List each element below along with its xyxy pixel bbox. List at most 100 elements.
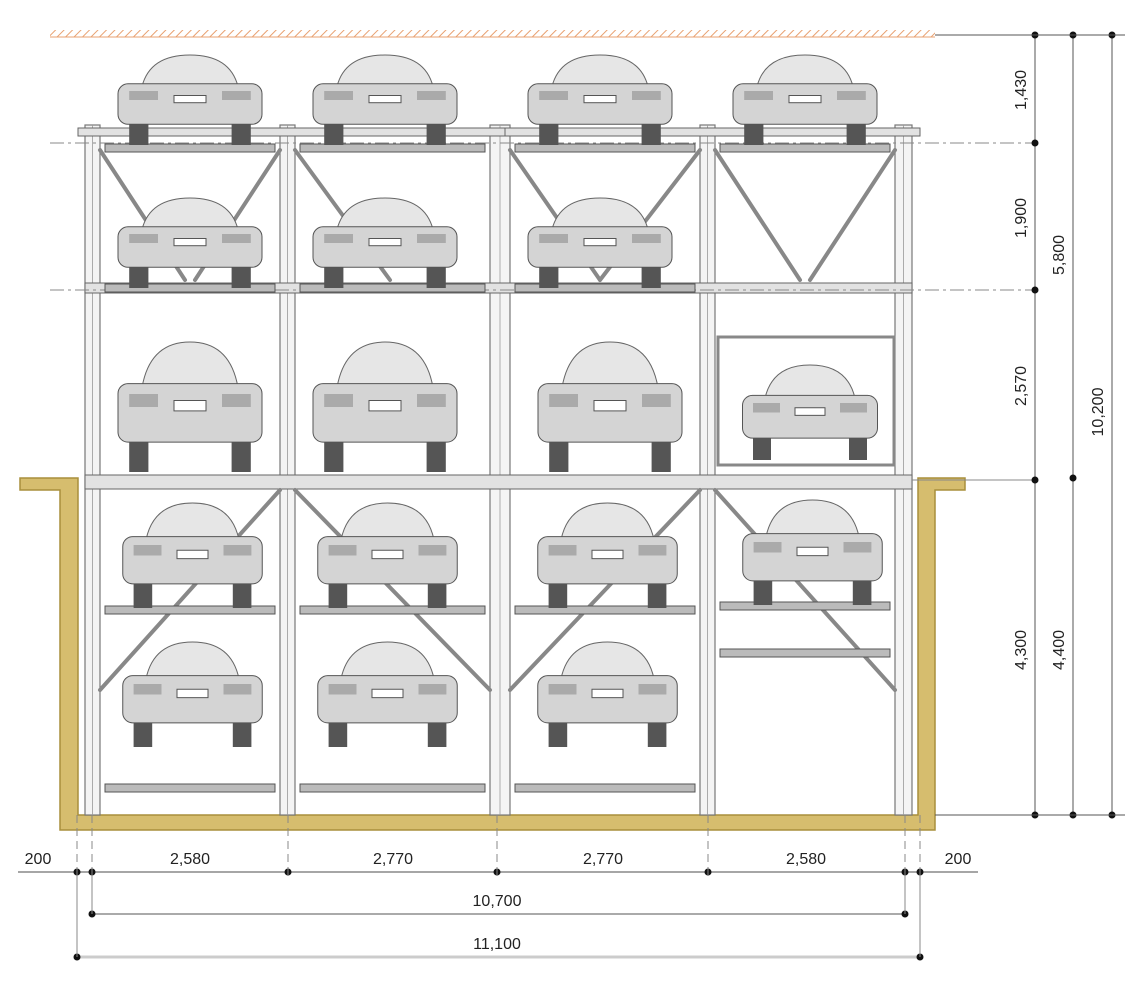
tail-light [638,684,667,695]
brace [808,148,897,282]
platform [719,648,891,658]
tail-light [129,394,158,407]
dim-ground-level: 2,570 [1013,366,1030,406]
car [742,364,878,460]
platform [719,143,891,153]
car-roof [141,341,239,388]
dimension-lines [18,31,1125,961]
dim-left-margin: 200 [25,851,52,868]
car-body [317,536,458,585]
tail-light [222,91,251,100]
tail-light [324,234,353,243]
car [317,641,458,747]
license-plate [368,238,402,247]
car-roof [764,364,856,399]
dim-right-margin: 200 [945,851,972,868]
car [117,197,263,288]
car-roof [141,197,239,230]
car [527,54,673,145]
car-roof [340,641,435,680]
license-plate [176,688,209,699]
car-roof [560,502,655,541]
tail-light [133,545,162,556]
tail-light [549,394,578,407]
license-plate [796,546,829,557]
car-body [312,383,458,443]
license-plate [173,400,207,412]
platform [104,143,276,153]
car-body [312,226,458,268]
tail-light [418,684,447,695]
tail-light [222,234,251,243]
tail-light [222,394,251,407]
car-roof [551,197,649,230]
car-roof [340,502,435,541]
tail-light [632,234,661,243]
license-plate [583,238,617,247]
brace [98,488,282,692]
car [732,54,878,145]
tail-light [638,545,667,556]
dimension-tick [1031,286,1039,294]
car-body [537,383,683,443]
car-roof [145,641,240,680]
platform [514,283,696,293]
tail-light [328,684,357,695]
car-roof [551,54,649,87]
car [122,641,263,747]
car [122,502,263,608]
car [537,341,683,472]
car-roof [145,502,240,541]
tail-light [539,234,568,243]
brace [293,488,492,692]
license-plate [371,549,404,560]
dimension-tick [1069,474,1077,482]
tail-light [328,545,357,556]
dim-bay-1: 2,580 [170,851,210,868]
car [117,54,263,145]
tail-light [133,684,162,695]
license-plate [173,238,207,247]
tail-light [539,91,568,100]
dim-bay-2: 2,770 [373,851,413,868]
platform [104,283,276,293]
cars [117,54,883,747]
car [312,197,458,288]
pit-foundation [19,477,966,831]
tail-light [744,91,773,100]
dim-top-level: 1,430 [1013,70,1030,110]
dim-inner-width: 10,700 [473,893,522,910]
car-roof [336,197,434,230]
tail-light [548,545,577,556]
dim-overall-width: 11,100 [473,936,521,953]
car-body [527,83,673,125]
license-plate [371,688,404,699]
car [312,54,458,145]
car-body [742,394,878,439]
car-roof [336,54,434,87]
car [537,502,678,608]
license-plate [176,549,209,560]
car-body [732,83,878,125]
dim-bay-4: 2,580 [786,851,826,868]
car-body [122,675,263,724]
platform [719,601,891,611]
platform [299,783,486,793]
tail-light [129,234,158,243]
license-plate [591,688,624,699]
license-plate [368,400,402,412]
license-plate [368,95,402,104]
license-plate [593,400,627,412]
platform [514,605,696,615]
platform [514,783,696,793]
platform [514,143,696,153]
platform [299,143,486,153]
brace [713,148,802,282]
car-roof [336,341,434,388]
dim-second-level: 1,900 [1013,198,1030,238]
beam [84,282,913,294]
car-roof [756,54,854,87]
ceiling-line [50,30,935,37]
license-plate [173,95,207,104]
